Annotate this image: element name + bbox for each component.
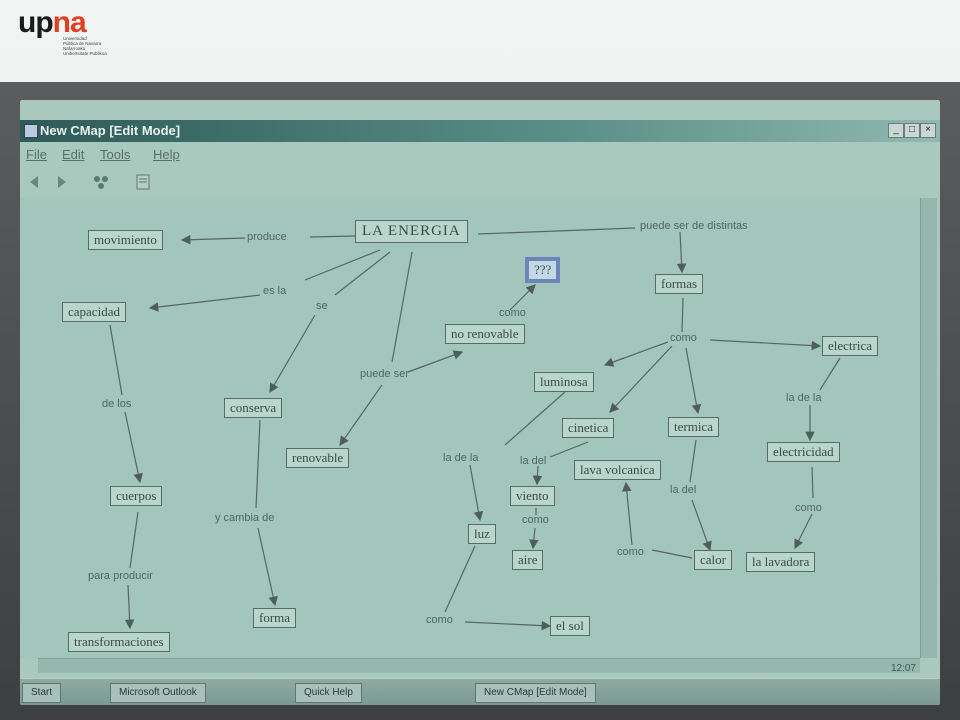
taskbar-item-quick-help[interactable]: Quick Help — [295, 683, 362, 703]
cmap-app-icon — [24, 124, 38, 138]
link-label-y-cambia-de[interactable]: y cambia de — [215, 512, 275, 524]
concept-el-sol[interactable]: el sol — [550, 616, 590, 636]
logo-na-text: na — [52, 6, 87, 39]
concept-movimiento[interactable]: movimiento — [88, 230, 163, 250]
link-label-como-sol[interactable]: como — [426, 614, 453, 626]
concept-lava-volcanica[interactable]: lava volcanica — [574, 460, 661, 480]
concept-luminosa[interactable]: luminosa — [534, 372, 594, 392]
logo-subtitle: Universidad Pública de Navarra Nafarroak… — [63, 36, 133, 56]
menu-file[interactable]: File — [26, 147, 47, 162]
concept-conserva[interactable]: conserva — [224, 398, 283, 418]
menu-help[interactable]: Help — [153, 147, 180, 162]
concept-capacidad[interactable]: capacidad — [62, 302, 126, 322]
logo-up-text: up — [18, 6, 54, 39]
concept-electrica[interactable]: electrica — [822, 336, 879, 356]
logo-subline: Pública de Navarra — [63, 41, 102, 46]
link-label-para-producir[interactable]: para producir — [88, 570, 153, 582]
start-button[interactable]: Start — [22, 683, 62, 703]
logo-subline: Universidad — [63, 36, 87, 41]
concept-cinetica[interactable]: cinetica — [562, 418, 615, 438]
menu-edit[interactable]: Edit — [62, 147, 85, 162]
concept-renovable[interactable]: renovable — [286, 448, 350, 468]
link-label-es-la[interactable]: es la — [263, 285, 287, 297]
taskbar-item-new-cmap[interactable]: New CMap [Edit Mode] — [475, 683, 596, 703]
logo-subline: Nafarroako — [63, 46, 86, 51]
link-label-produce[interactable]: produce — [247, 231, 287, 243]
horizontal-scrollbar[interactable] — [38, 658, 920, 673]
concept-forma[interactable]: forma — [253, 608, 297, 628]
concept-aire[interactable]: aire — [512, 550, 544, 570]
logo-subline: Unibertsitate Publikoa — [63, 51, 107, 56]
concept-la-lavadora[interactable]: la lavadora — [746, 552, 816, 572]
concept-no-renovable[interactable]: no renovable — [445, 324, 525, 344]
screen: New CMap [Edit Mode] _ □ × File Edit Too… — [20, 100, 940, 705]
link-label-como-formas[interactable]: como — [670, 332, 697, 344]
system-clock: 12:07 — [890, 663, 916, 674]
nodes-icon[interactable] — [92, 174, 110, 190]
link-label-la-de-la-luz[interactable]: la de la — [443, 452, 479, 464]
concept-calor[interactable]: calor — [694, 550, 732, 570]
menu-bar: File Edit Tools Help — [20, 144, 940, 166]
concept-cuerpos[interactable]: cuerpos — [110, 486, 163, 506]
vertical-scrollbar[interactable] — [920, 198, 937, 658]
concept-luz[interactable]: luz — [468, 524, 496, 544]
window-title: New CMap [Edit Mode] — [40, 123, 181, 138]
link-label-se[interactable]: se — [316, 300, 328, 312]
menu-tools[interactable]: Tools — [100, 147, 131, 162]
maximize-button[interactable]: □ — [904, 123, 920, 138]
concept-electricidad[interactable]: electricidad — [767, 442, 840, 462]
windows-taskbar: Start Microsoft Outlook Quick Help New C… — [20, 663, 940, 705]
concept-unknown-selected[interactable]: ??? — [525, 257, 561, 283]
toolbar — [20, 168, 940, 198]
link-label-como-lavadora[interactable]: como — [795, 502, 822, 514]
link-label-la-del-calor[interactable]: la del — [670, 484, 697, 496]
forward-arrow-icon[interactable] — [52, 174, 70, 190]
link-label-la-de-la-elec[interactable]: la de la — [786, 392, 822, 404]
link-label-de-los[interactable]: de los — [102, 398, 132, 410]
concept-links — [109, 227, 841, 631]
link-label-puede-ser[interactable]: puede ser — [360, 368, 409, 380]
concept-transformaciones[interactable]: transformaciones — [68, 632, 170, 652]
concept-viento[interactable]: viento — [510, 486, 555, 506]
concept-termica[interactable]: termica — [668, 417, 719, 437]
link-label-como-unknown[interactable]: como — [499, 307, 526, 319]
window-titlebar[interactable]: New CMap [Edit Mode] _ □ × — [20, 120, 940, 142]
taskbar-item-outlook[interactable]: Microsoft Outlook — [110, 683, 206, 703]
concept-formas[interactable]: formas — [655, 274, 704, 294]
concept-la-energia[interactable]: LA ENERGIA — [355, 220, 468, 243]
close-button[interactable]: × — [920, 123, 936, 138]
link-label-la-del-viento[interactable]: la del — [520, 455, 547, 467]
back-arrow-icon[interactable] — [26, 174, 44, 190]
link-label-como-aire[interactable]: como — [522, 514, 549, 526]
university-logo: upna Universidad Pública de Navarra Nafa… — [18, 6, 128, 58]
document-icon[interactable] — [134, 174, 152, 190]
link-label-como-lava[interactable]: como — [617, 546, 644, 558]
concept-map-canvas[interactable] — [20, 198, 920, 658]
minimize-button[interactable]: _ — [888, 123, 904, 138]
link-label-puede-ser-distintas[interactable]: puede ser de distintas — [640, 220, 748, 232]
